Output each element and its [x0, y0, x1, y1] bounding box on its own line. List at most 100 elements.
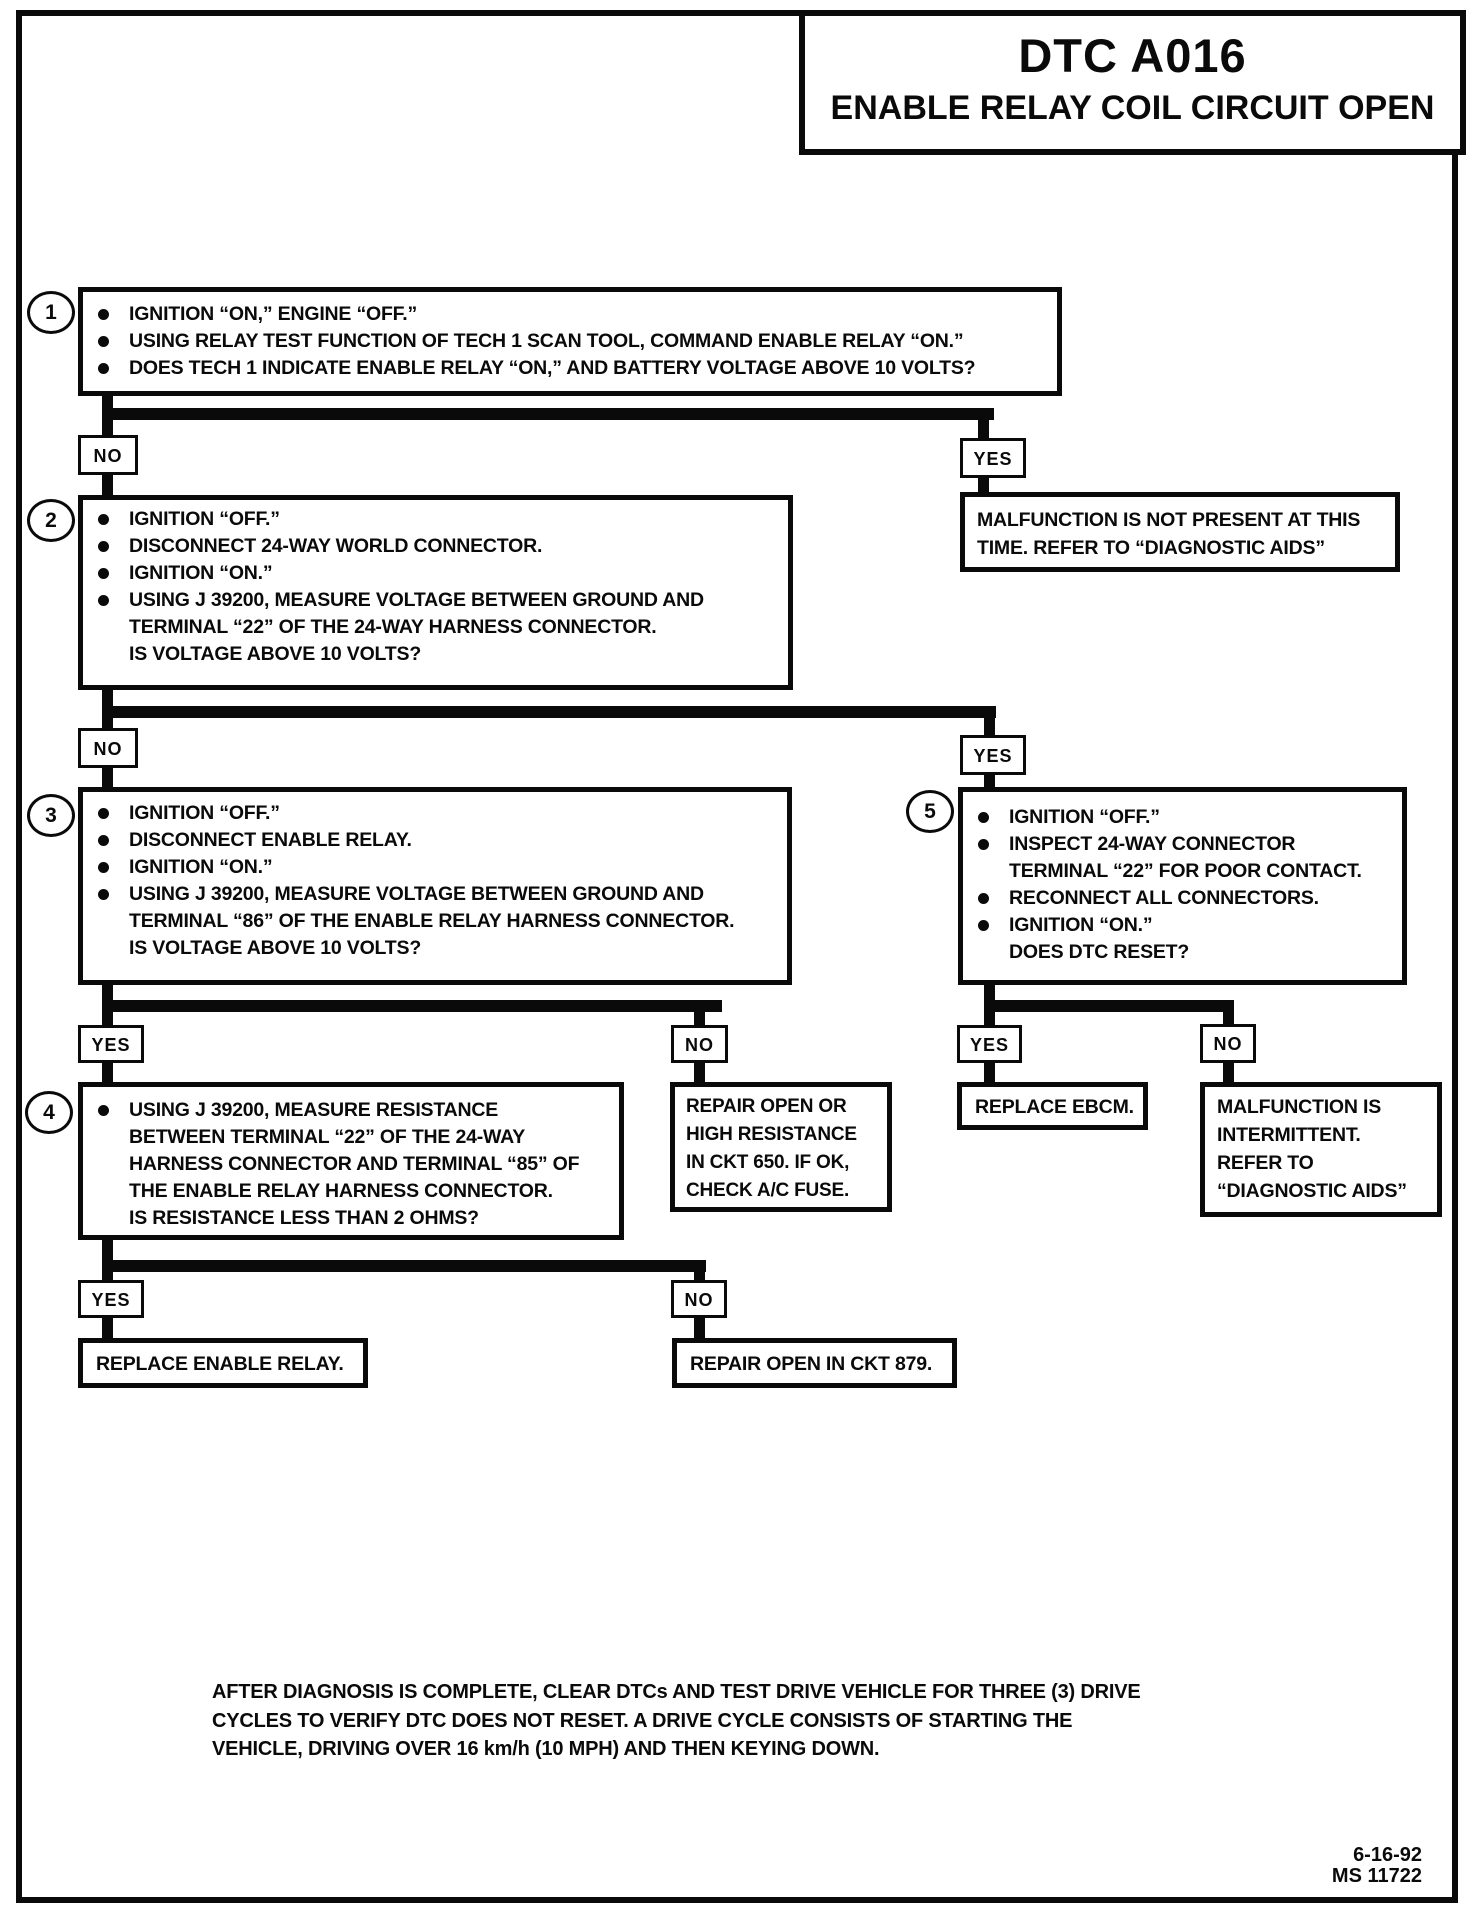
step-5-item: RECONNECT ALL CONNECTORS. — [963, 885, 1402, 912]
bullet-icon — [98, 514, 109, 525]
bullet-icon — [98, 889, 109, 900]
bullet-icon — [98, 568, 109, 579]
step-1-item: IGNITION “ON,” ENGINE “OFF.” — [83, 301, 1057, 328]
footer-note: AFTER DIAGNOSIS IS COMPLETE, CLEAR DTCs … — [212, 1681, 1141, 1760]
terminal-replace-enable-relay: REPLACE ENABLE RELAY. — [78, 1338, 368, 1388]
terminal-repair-ckt650: REPAIR OPEN OR HIGH RESISTANCE IN CKT 65… — [670, 1082, 892, 1212]
branch-label-no-2: NO — [78, 728, 138, 768]
connector-line — [102, 475, 113, 495]
step-1-item: DOES TECH 1 INDICATE ENABLE RELAY “ON,” … — [83, 355, 1057, 382]
bullet-icon — [978, 839, 989, 850]
step-3-box: IGNITION “OFF.” DISCONNECT ENABLE RELAY.… — [78, 787, 792, 985]
step-number-5: 5 — [906, 790, 954, 833]
bullet-icon — [978, 920, 989, 931]
connector-line — [102, 408, 994, 420]
bullet-icon — [98, 595, 109, 606]
step-number-3: 3 — [27, 794, 75, 837]
connector-line — [694, 1004, 705, 1025]
connector-line — [984, 1000, 1234, 1012]
connector-line — [102, 1318, 113, 1338]
step-5-text: IGNITION “OFF.” — [1009, 806, 1160, 828]
connector-line — [1223, 1004, 1234, 1025]
connector-line — [978, 412, 989, 438]
step-1-item: USING RELAY TEST FUNCTION OF TECH 1 SCAN… — [83, 328, 1057, 355]
step-3-text: DISCONNECT ENABLE RELAY. — [129, 829, 412, 851]
step-3-item: IGNITION “ON.” — [83, 854, 787, 881]
step-5-text: INSPECT 24-WAY CONNECTOR TERMINAL “22” F… — [1009, 833, 1362, 882]
step-2-item: DISCONNECT 24-WAY WORLD CONNECTOR. — [83, 533, 788, 560]
doc-id-block: 6-16-92 MS 11722 — [1150, 1845, 1422, 1887]
branch-label-yes-2: YES — [960, 735, 1026, 775]
step-1-text: USING RELAY TEST FUNCTION OF TECH 1 SCAN… — [129, 330, 964, 352]
dtc-name-title: ENABLE RELAY COIL CIRCUIT OPEN — [830, 89, 1435, 127]
step-3-item: IGNITION “OFF.” — [83, 800, 787, 827]
connector-line — [102, 1063, 113, 1082]
bullet-icon — [98, 541, 109, 552]
connector-line — [694, 1264, 705, 1280]
step-2-item: IGNITION “ON.” — [83, 560, 788, 587]
step-4-text: USING J 39200, MEASURE RESISTANCE BETWEE… — [129, 1099, 580, 1229]
step-3-text: USING J 39200, MEASURE VOLTAGE BETWEEN G… — [129, 883, 735, 959]
doc-date: 6-16-92 — [1353, 1844, 1422, 1866]
terminal-repair-ckt879: REPAIR OPEN IN CKT 879. — [672, 1338, 957, 1388]
connector-line — [984, 773, 995, 790]
step-3-item: USING J 39200, MEASURE VOLTAGE BETWEEN G… — [83, 881, 787, 962]
bullet-icon — [98, 1105, 109, 1116]
bullet-icon — [98, 862, 109, 873]
step-2-text: USING J 39200, MEASURE VOLTAGE BETWEEN G… — [129, 589, 704, 665]
bullet-icon — [978, 812, 989, 823]
step-5-box: IGNITION “OFF.” INSPECT 24-WAY CONNECTOR… — [958, 787, 1407, 985]
step-number-4: 4 — [25, 1091, 73, 1134]
step-number-2: 2 — [27, 499, 75, 542]
doc-number: MS 11722 — [1331, 1865, 1422, 1887]
page-border — [16, 10, 1458, 1903]
step-2-text: DISCONNECT 24-WAY WORLD CONNECTOR. — [129, 535, 543, 557]
step-5-item: IGNITION “OFF.” — [963, 804, 1402, 831]
connector-line — [978, 477, 989, 493]
step-3-text: IGNITION “ON.” — [129, 856, 273, 878]
connector-line — [102, 768, 113, 787]
step-1-text: IGNITION “ON,” ENGINE “OFF.” — [129, 303, 417, 325]
connector-line — [102, 1000, 722, 1012]
bullet-icon — [98, 835, 109, 846]
step-2-text: IGNITION “ON.” — [129, 562, 273, 584]
step-3-item: DISCONNECT ENABLE RELAY. — [83, 827, 787, 854]
dtc-code-title: DTC A016 — [1018, 29, 1247, 82]
connector-line — [102, 706, 996, 718]
bullet-icon — [98, 336, 109, 347]
step-2-box: IGNITION “OFF.” DISCONNECT 24-WAY WORLD … — [78, 495, 793, 690]
step-2-item: IGNITION “OFF.” — [83, 506, 788, 533]
step-5-item: IGNITION “ON.” DOES DTC RESET? — [963, 912, 1402, 966]
branch-label-no-1: NO — [78, 435, 138, 475]
terminal-replace-ebcm: REPLACE EBCM. — [957, 1082, 1148, 1130]
branch-label-yes-1: YES — [960, 438, 1026, 478]
connector-line — [984, 1063, 995, 1082]
branch-label-yes-4: YES — [78, 1280, 144, 1318]
step-number-1: 1 — [27, 291, 75, 334]
step-5-text: IGNITION “ON.” DOES DTC RESET? — [1009, 914, 1190, 963]
step-1-text: DOES TECH 1 INDICATE ENABLE RELAY “ON,” … — [129, 357, 976, 379]
step-5-item: INSPECT 24-WAY CONNECTOR TERMINAL “22” F… — [963, 831, 1402, 885]
connector-line — [984, 710, 995, 735]
terminal-malfunction-intermittent: MALFUNCTION IS INTERMITTENT. REFER TO “D… — [1200, 1082, 1442, 1217]
bullet-icon — [978, 893, 989, 904]
connector-line — [694, 1318, 705, 1338]
branch-label-no-3: NO — [671, 1025, 728, 1063]
connector-line — [102, 1260, 706, 1272]
bullet-icon — [98, 363, 109, 374]
step-3-text: IGNITION “OFF.” — [129, 802, 280, 824]
branch-label-no-5: NO — [1200, 1024, 1256, 1063]
connector-line — [694, 1063, 705, 1082]
step-1-box: IGNITION “ON,” ENGINE “OFF.” USING RELAY… — [78, 287, 1062, 396]
branch-label-yes-3: YES — [78, 1025, 144, 1063]
bullet-icon — [98, 309, 109, 320]
step-4-item: USING J 39200, MEASURE RESISTANCE BETWEE… — [83, 1097, 619, 1232]
step-5-text: RECONNECT ALL CONNECTORS. — [1009, 887, 1319, 909]
step-2-item: USING J 39200, MEASURE VOLTAGE BETWEEN G… — [83, 587, 788, 668]
step-2-text: IGNITION “OFF.” — [129, 508, 280, 530]
bullet-icon — [98, 808, 109, 819]
title-box: DTC A016 ENABLE RELAY COIL CIRCUIT OPEN — [799, 10, 1466, 155]
step-4-box: USING J 39200, MEASURE RESISTANCE BETWEE… — [78, 1082, 624, 1240]
connector-line — [1223, 1063, 1234, 1082]
